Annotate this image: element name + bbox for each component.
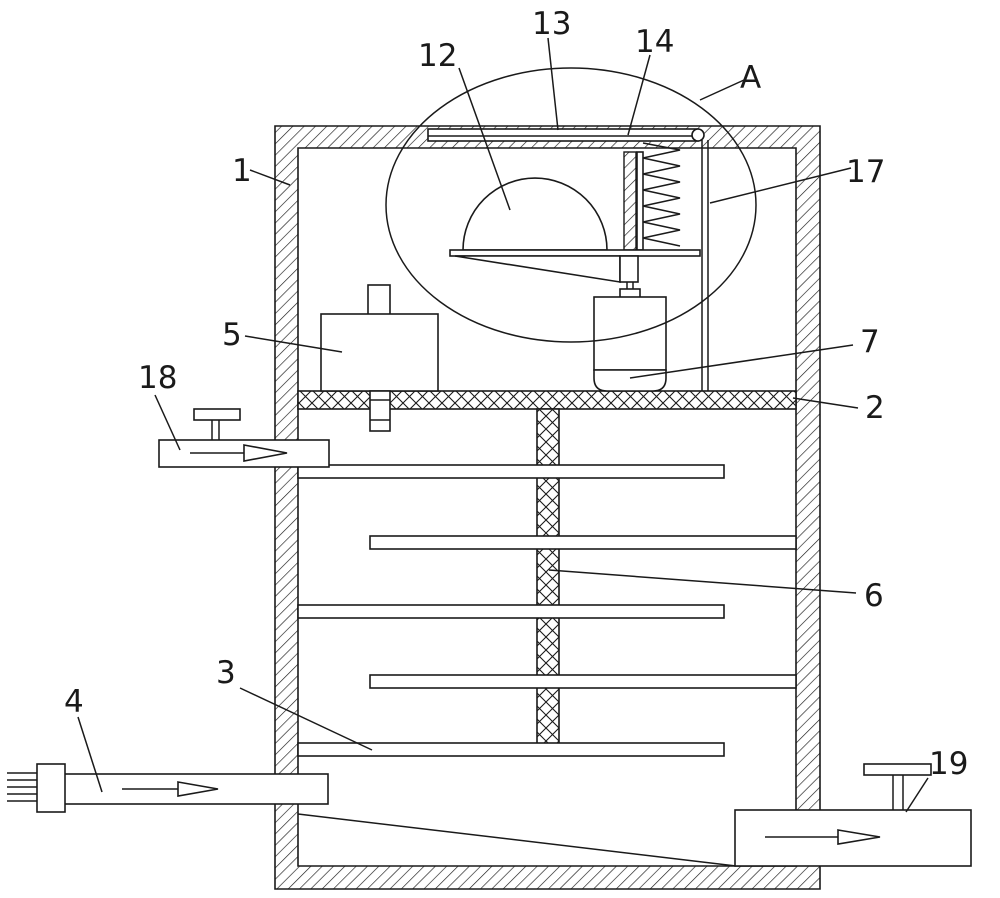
callout-4: 4 xyxy=(64,684,84,720)
callout-19: 19 xyxy=(929,746,968,782)
top-rail xyxy=(427,128,705,142)
leader-lines xyxy=(77,37,929,813)
callout-A: A xyxy=(740,60,761,96)
spring-assembly xyxy=(623,142,681,251)
blade xyxy=(369,674,797,689)
support-rod xyxy=(701,140,709,391)
callout-7: 7 xyxy=(860,324,880,360)
callout-labels: 1 2 3 4 5 6 7 12 13 14 17 18 19 A xyxy=(64,6,968,782)
callout-14: 14 xyxy=(635,24,674,60)
blade xyxy=(297,604,725,619)
detail-circle-A xyxy=(385,67,757,343)
blade xyxy=(369,535,797,550)
blade xyxy=(297,742,725,757)
callout-6: 6 xyxy=(864,578,884,614)
outlet-pipe xyxy=(734,763,972,867)
callout-17: 17 xyxy=(846,154,885,190)
dome-cam xyxy=(449,177,701,283)
stirring-blades xyxy=(297,464,797,757)
upper-inlet-pipe xyxy=(158,408,330,468)
blade xyxy=(297,464,725,479)
stirring-shaft xyxy=(536,408,560,746)
callout-12: 12 xyxy=(418,38,457,74)
callout-5: 5 xyxy=(222,317,242,353)
callout-2: 2 xyxy=(865,390,885,426)
sloped-bottom xyxy=(297,813,737,867)
callout-13: 13 xyxy=(532,6,571,42)
callout-3: 3 xyxy=(216,655,236,691)
callout-18: 18 xyxy=(138,360,177,396)
lower-inlet-pipe xyxy=(7,763,329,813)
callout-1: 1 xyxy=(232,153,252,189)
